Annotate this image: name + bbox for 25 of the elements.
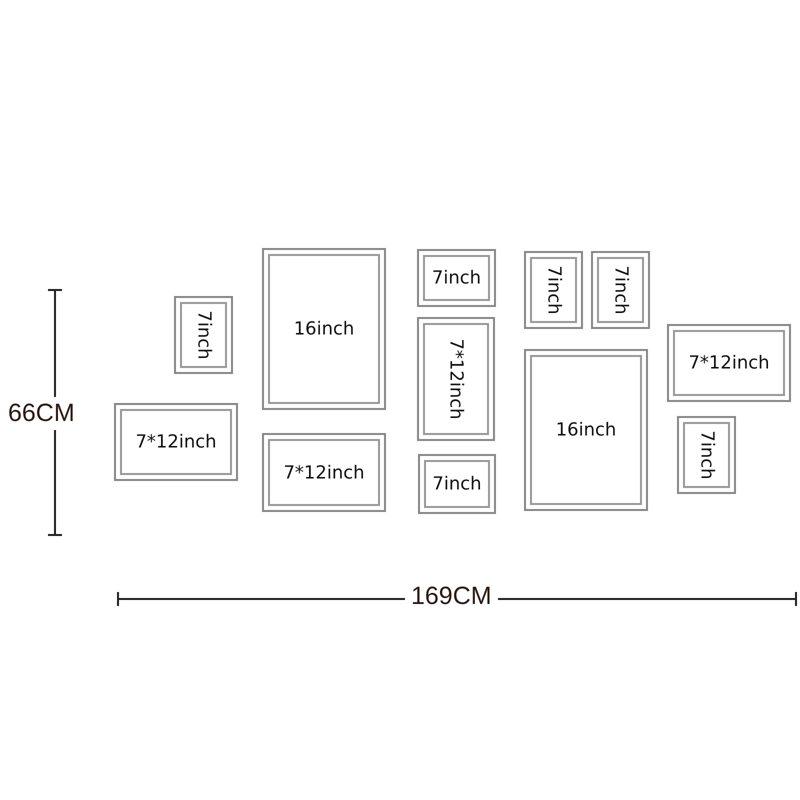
size-label: 7inch: [543, 265, 564, 315]
size-label: 7inch: [432, 268, 482, 288]
size-label: 16inch: [294, 318, 354, 340]
size-label: 7inch: [432, 474, 482, 494]
size-label: 16inch: [556, 420, 616, 440]
size-label: 7*12inch: [283, 462, 365, 483]
size-label: 7*12inch: [688, 352, 770, 374]
picture-frame: [524, 349, 648, 511]
dimension-label: 66CM: [8, 397, 75, 430]
picture-frame: [262, 433, 386, 512]
picture-frame: [174, 296, 233, 374]
picture-frame: [114, 403, 238, 481]
picture-frame: [417, 249, 496, 307]
size-label: 7inch: [696, 430, 717, 480]
picture-frame: [262, 248, 386, 410]
picture-frame: [524, 251, 583, 329]
size-label: 7*12inch: [135, 432, 217, 452]
picture-frame: [418, 454, 496, 514]
picture-frame: [417, 317, 495, 441]
size-label: 7inch: [193, 310, 214, 360]
picture-frame: [667, 324, 791, 402]
size-label: 7*12inch: [446, 338, 466, 420]
picture-frame: [591, 251, 650, 329]
size-label: 7inch: [610, 265, 631, 315]
picture-frame: [677, 416, 736, 494]
